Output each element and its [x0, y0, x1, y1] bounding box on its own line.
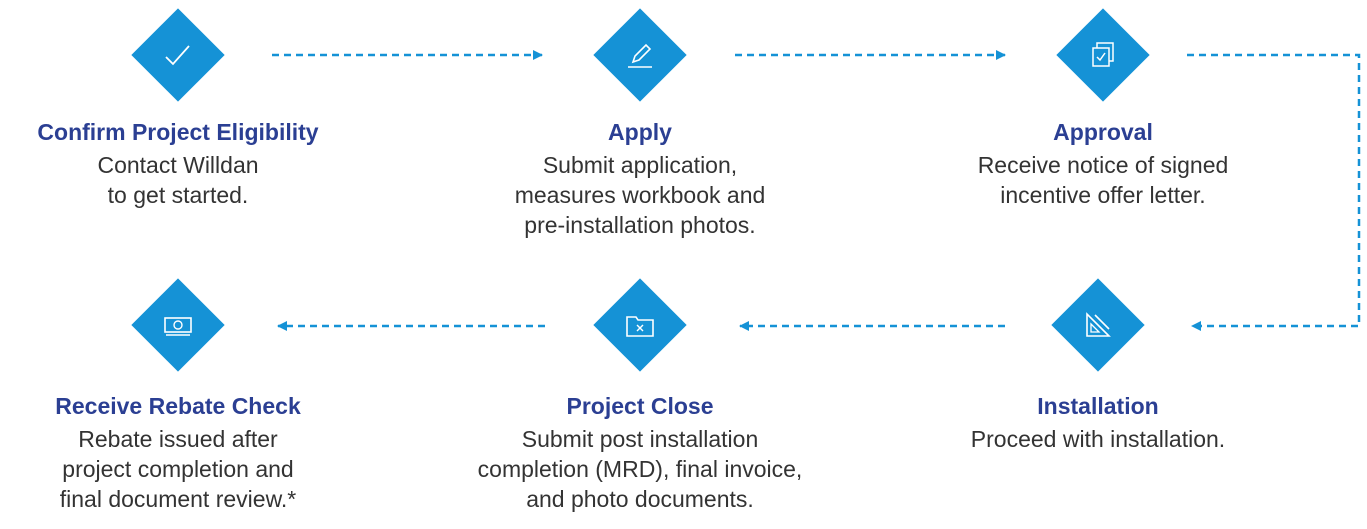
step-description: Proceed with installation. [970, 426, 1226, 452]
step-confirm-eligibility: Confirm Project Eligibility Contact Will… [0, 118, 378, 210]
money-bill-icon [164, 317, 192, 336]
step-title: Confirm Project Eligibility [37, 119, 319, 145]
step-title: Receive Rebate Check [55, 393, 301, 419]
step-title: Installation [1037, 393, 1159, 419]
step-title: Approval [1053, 119, 1153, 145]
step-receive-rebate: Receive Rebate Check Rebate issued after… [0, 392, 378, 514]
step-title: Project Close [566, 393, 714, 419]
folder-icon [626, 316, 654, 337]
step-apply: Apply Submit application, measures workb… [440, 118, 840, 240]
stacked-check-documents-icon [1092, 42, 1114, 67]
step-description: Receive notice of signed incentive offer… [977, 152, 1229, 208]
pencil-icon [628, 43, 652, 68]
ruler-triangle-icon [1086, 312, 1111, 337]
step-installation: Installation Proceed with installation. [898, 392, 1298, 454]
arrow-approval-to-installation [1187, 53, 1361, 331]
step-approval: Approval Receive notice of signed incent… [903, 118, 1303, 210]
step-description: Submit post installation completion (MRD… [477, 426, 803, 512]
step-description: Rebate issued after project completion a… [59, 426, 297, 512]
step-title: Apply [608, 119, 672, 145]
step-project-close: Project Close Submit post installation c… [440, 392, 840, 514]
checkmark-icon [165, 45, 190, 66]
step-description: Submit application, measures workbook an… [514, 152, 766, 238]
step-description: Contact Willdan to get started. [97, 152, 259, 208]
